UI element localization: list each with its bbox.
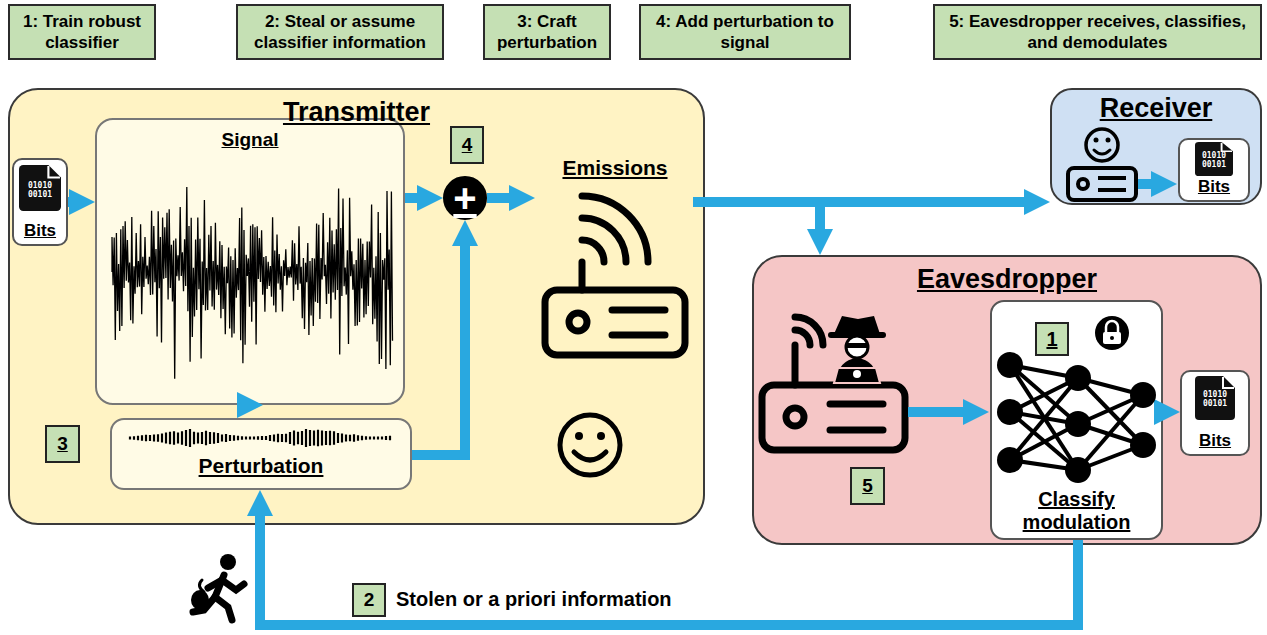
- neural-network-icon: [997, 352, 1156, 483]
- network-neuron: [997, 447, 1023, 473]
- perturbation-waveform: [130, 429, 390, 447]
- step-box-text: 5: Eavesdropper receives, classifies, an…: [939, 11, 1256, 53]
- flow-arrow: [693, 202, 820, 242]
- emissions-group-text: Emissions: [562, 152, 667, 184]
- step-box-text: 2: Steal or assume classifier informatio…: [242, 11, 438, 53]
- flow-arrow: [908, 407, 976, 417]
- router-icon: [762, 317, 905, 450]
- step-box: 4: Add perturbation to signal: [639, 4, 851, 60]
- callout-number-text: 1: [1046, 328, 1057, 351]
- network-neuron: [1065, 365, 1091, 391]
- bits-box-text: Bits: [24, 221, 56, 241]
- edge-label: Stolen or a priori information: [396, 588, 672, 611]
- emissions-group: Emissions: [535, 150, 695, 360]
- sum-circle: +: [443, 176, 487, 220]
- network-neuron: [997, 399, 1023, 425]
- bits-box-text: Bits: [1199, 431, 1231, 451]
- network-neuron: [1065, 411, 1091, 437]
- signal-waveform: [112, 187, 393, 379]
- file-icon: [1195, 376, 1235, 420]
- callout-number-text: 5: [862, 470, 873, 502]
- step-box: 3: Craft perturbation: [483, 4, 611, 60]
- perturbation-box-text: Perturbation: [199, 450, 324, 482]
- signal-box-text: Signal: [221, 124, 278, 156]
- step-box-text: 3: Craft perturbation: [489, 11, 605, 53]
- router-icon: [1068, 168, 1136, 200]
- flow-arrow: [260, 503, 1078, 625]
- bits-box-text: Bits: [1198, 177, 1230, 197]
- hacker-icon: [828, 316, 886, 383]
- flow-arrow: [1163, 407, 1167, 417]
- binary-text: 01010 00101: [1199, 390, 1231, 408]
- step-box: 1: Train robust classifier: [8, 4, 156, 60]
- flow-arrow: [405, 193, 430, 203]
- eavesdropper-panel-text: Eavesdropper: [917, 263, 1097, 295]
- callout-number: 3: [45, 425, 80, 463]
- step-box: 2: Steal or assume classifier informatio…: [236, 4, 444, 60]
- callout-number: 5: [850, 467, 885, 505]
- lock-icon: [1095, 316, 1129, 350]
- step-box: 5: Eavesdropper receives, classifies, an…: [933, 4, 1262, 60]
- file-icon: [1195, 142, 1233, 176]
- smiley-icon: [560, 415, 620, 475]
- binary-text: 01010 00101: [22, 181, 58, 199]
- perturbation-box: Perturbation: [110, 418, 412, 490]
- thief-icon: [191, 554, 244, 620]
- file-icon: [19, 165, 61, 211]
- flow-arrow: [68, 197, 82, 207]
- callout-number: 4: [450, 126, 484, 164]
- classifier-box-text: Classify modulation: [1012, 488, 1142, 534]
- step-box-text: 1: Train robust classifier: [14, 11, 150, 53]
- receiver-panel-text: Receiver: [1100, 92, 1213, 124]
- binary-text: 01010 00101: [1198, 151, 1230, 169]
- smiley-icon: [1086, 129, 1118, 161]
- flow-arrow: [487, 193, 522, 203]
- callout-number-text: 4: [462, 129, 473, 161]
- step-box-text: 4: Add perturbation to signal: [645, 11, 845, 53]
- callout-number-text: 2: [364, 589, 375, 611]
- network-neuron: [997, 352, 1023, 378]
- callout-number: 1: [1035, 322, 1069, 356]
- network-neuron: [1130, 432, 1156, 458]
- router-icon: [545, 196, 685, 355]
- callout-number: 2: [352, 583, 386, 617]
- network-neuron: [1130, 382, 1156, 408]
- callout-number-text: 3: [57, 428, 68, 460]
- flow-arrow: [412, 233, 465, 455]
- flow-arrow: [1138, 179, 1164, 189]
- transmitter-panel-text: Transmitter: [283, 96, 430, 128]
- network-neuron: [1065, 457, 1091, 483]
- sum-circle-text: +: [453, 178, 476, 218]
